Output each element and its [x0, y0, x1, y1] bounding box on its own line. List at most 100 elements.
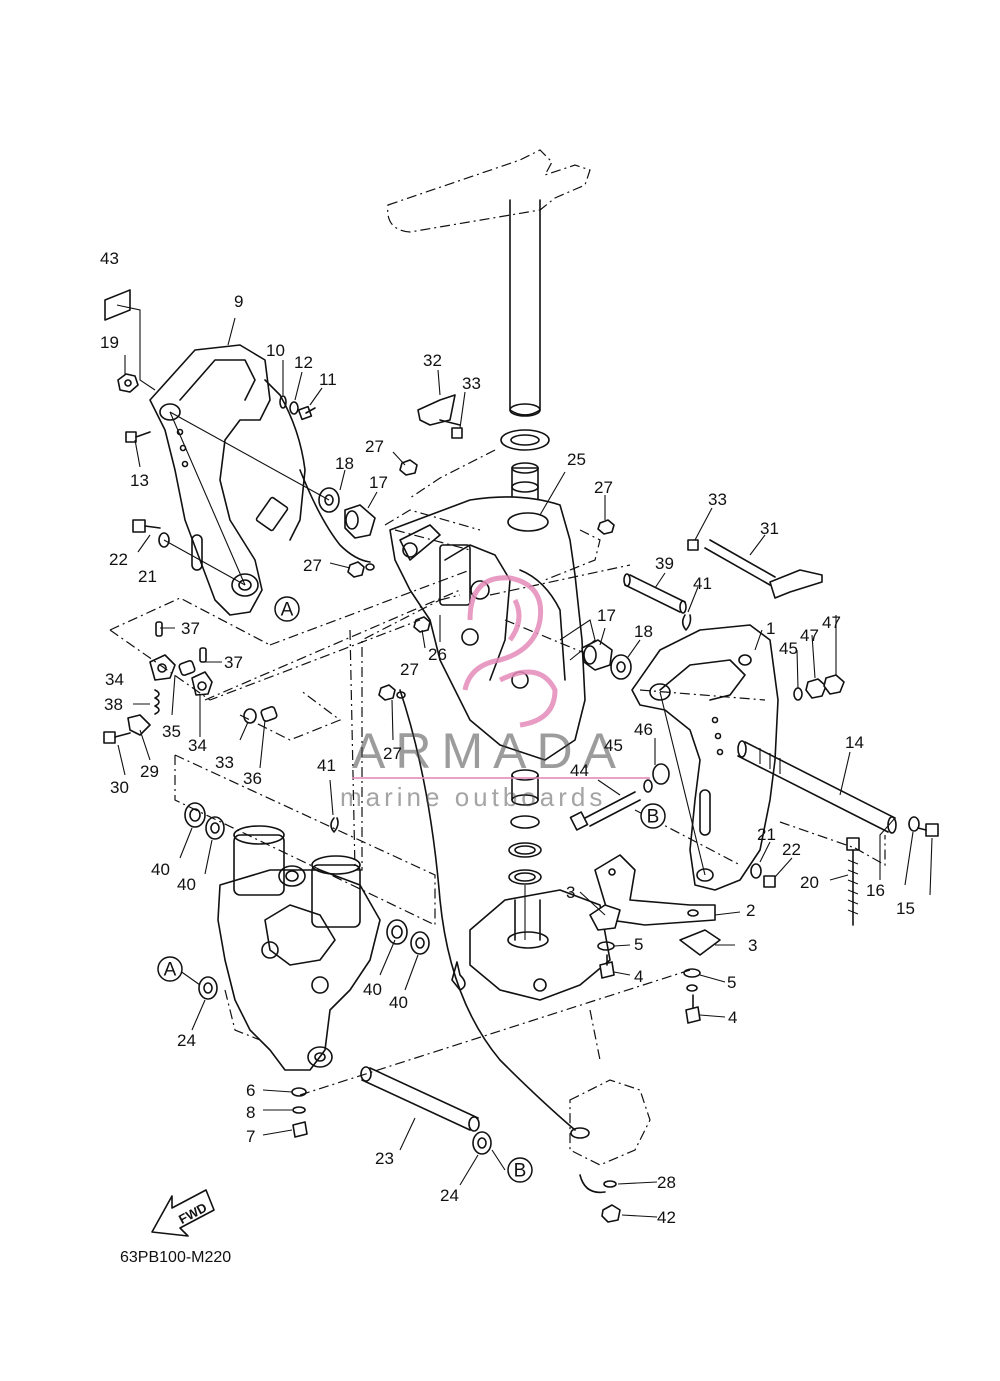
ref-a-lower-text: A: [164, 960, 177, 981]
plate-3b: [679, 929, 721, 956]
part-label-27: 27: [594, 478, 613, 497]
leader-lines: [116, 304, 933, 1218]
part-label-5: 5: [727, 973, 736, 992]
part-label-47: 47: [822, 613, 841, 632]
hoses-and-wires: [299, 469, 606, 1194]
part-label-14: 14: [845, 733, 864, 752]
part-label-27: 27: [400, 660, 419, 679]
fwd-arrow-icon: FWD: [151, 1189, 215, 1237]
part-label-12: 12: [294, 353, 313, 372]
part-label-40: 40: [177, 875, 196, 894]
part-label-23: 23: [375, 1149, 394, 1168]
part-label-43: 43: [100, 249, 119, 268]
small-hardware: [103, 289, 939, 1223]
part-label-29: 29: [140, 762, 159, 781]
part-label-36: 36: [243, 769, 262, 788]
ref-marker-b-lower: B: [507, 1157, 533, 1183]
power-trim-tilt-unit: [217, 825, 381, 1071]
part-label-40: 40: [389, 993, 408, 1012]
ref-marker-b-upper: B: [640, 803, 666, 829]
part-label-3: 3: [566, 883, 575, 902]
part-label-8: 8: [246, 1103, 255, 1122]
part-label-27: 27: [383, 744, 402, 763]
part-label-7: 7: [246, 1127, 255, 1146]
part-label-17: 17: [369, 473, 388, 492]
part-label-24: 24: [177, 1031, 196, 1050]
diagram-code: 63PB100-M220: [120, 1249, 231, 1266]
part-label-33: 33: [462, 374, 481, 393]
part-label-44: 44: [570, 761, 589, 780]
steering-arm: [387, 149, 591, 417]
part-label-33: 33: [708, 490, 727, 509]
part-label-10: 10: [266, 341, 285, 360]
part-label-28: 28: [657, 1173, 676, 1192]
swivel-bracket: [389, 496, 596, 761]
part-label-6: 6: [246, 1081, 255, 1100]
part-label-30: 30: [110, 778, 129, 797]
part-label-37: 37: [181, 619, 200, 638]
ref-b-upper-text: B: [647, 807, 660, 828]
part-label-24: 24: [440, 1186, 459, 1205]
watermark-tagline: marine outboards: [340, 782, 606, 812]
part-label-9: 9: [234, 292, 243, 311]
part-label-18: 18: [634, 622, 653, 641]
ref-b-lower-text: B: [514, 1161, 527, 1182]
part-label-15: 15: [896, 899, 915, 918]
part-label-31: 31: [760, 519, 779, 538]
clamp-bracket-left: [149, 344, 306, 616]
part-label-1: 1: [766, 619, 775, 638]
bolt-44: [569, 791, 641, 831]
part-label-26: 26: [428, 645, 447, 664]
tilt-tube-14: [737, 740, 897, 834]
part-label-20: 20: [800, 873, 819, 892]
lower-mount-housing: [469, 889, 611, 1001]
lever-31: [704, 539, 823, 599]
part-label-34: 34: [105, 670, 124, 689]
armada-watermark: ARMADA marine outboards: [340, 575, 650, 812]
part-label-38: 38: [104, 695, 123, 714]
part-label-40: 40: [363, 980, 382, 999]
part-number-labels: 43 9 19 10 12 11 13 32 33 27 18 17 25 27…: [100, 249, 915, 1227]
part-label-22: 22: [109, 550, 128, 569]
part-label-21: 21: [138, 567, 157, 586]
part-label-41: 41: [317, 756, 336, 775]
part-label-47: 47: [800, 626, 819, 645]
ref-marker-a-lower: A: [157, 956, 183, 982]
part-label-5: 5: [634, 935, 643, 954]
plate-3a: [589, 904, 621, 931]
part-label-21: 21: [757, 825, 776, 844]
lower-plate: [569, 1009, 651, 1166]
part-label-37: 37: [224, 653, 243, 672]
part-label-27: 27: [303, 556, 322, 575]
assembly-lines: [109, 449, 886, 1096]
part-label-45: 45: [779, 639, 798, 658]
part-label-35: 35: [162, 722, 181, 741]
ref-a-upper-text: A: [281, 600, 294, 621]
part-label-22: 22: [782, 840, 801, 859]
part-label-34: 34: [188, 736, 207, 755]
part-label-4: 4: [728, 1008, 737, 1027]
part-label-33: 33: [215, 753, 234, 772]
part-label-17: 17: [597, 606, 616, 625]
trim-pin-23: [360, 1066, 480, 1132]
armada-logo-icon: [462, 575, 558, 728]
clamp-bracket-right: [631, 624, 779, 891]
part-label-45: 45: [604, 736, 623, 755]
part-label-41: 41: [693, 574, 712, 593]
pin-39: [623, 573, 687, 614]
part-label-19: 19: [100, 333, 119, 352]
bracket-2: [594, 854, 716, 926]
part-label-40: 40: [151, 860, 170, 879]
part-label-4: 4: [634, 967, 643, 986]
watermark-brand: ARMADA: [352, 723, 626, 779]
part-label-46: 46: [634, 720, 653, 739]
bolt-20: [846, 837, 860, 926]
part-label-11: 11: [319, 370, 337, 389]
part-label-42: 42: [657, 1208, 676, 1227]
part-label-39: 39: [655, 554, 674, 573]
ref-marker-a-upper: A: [274, 596, 300, 622]
part-label-16: 16: [866, 881, 885, 900]
part-label-27: 27: [365, 437, 384, 456]
lower-bushings: [508, 769, 542, 940]
